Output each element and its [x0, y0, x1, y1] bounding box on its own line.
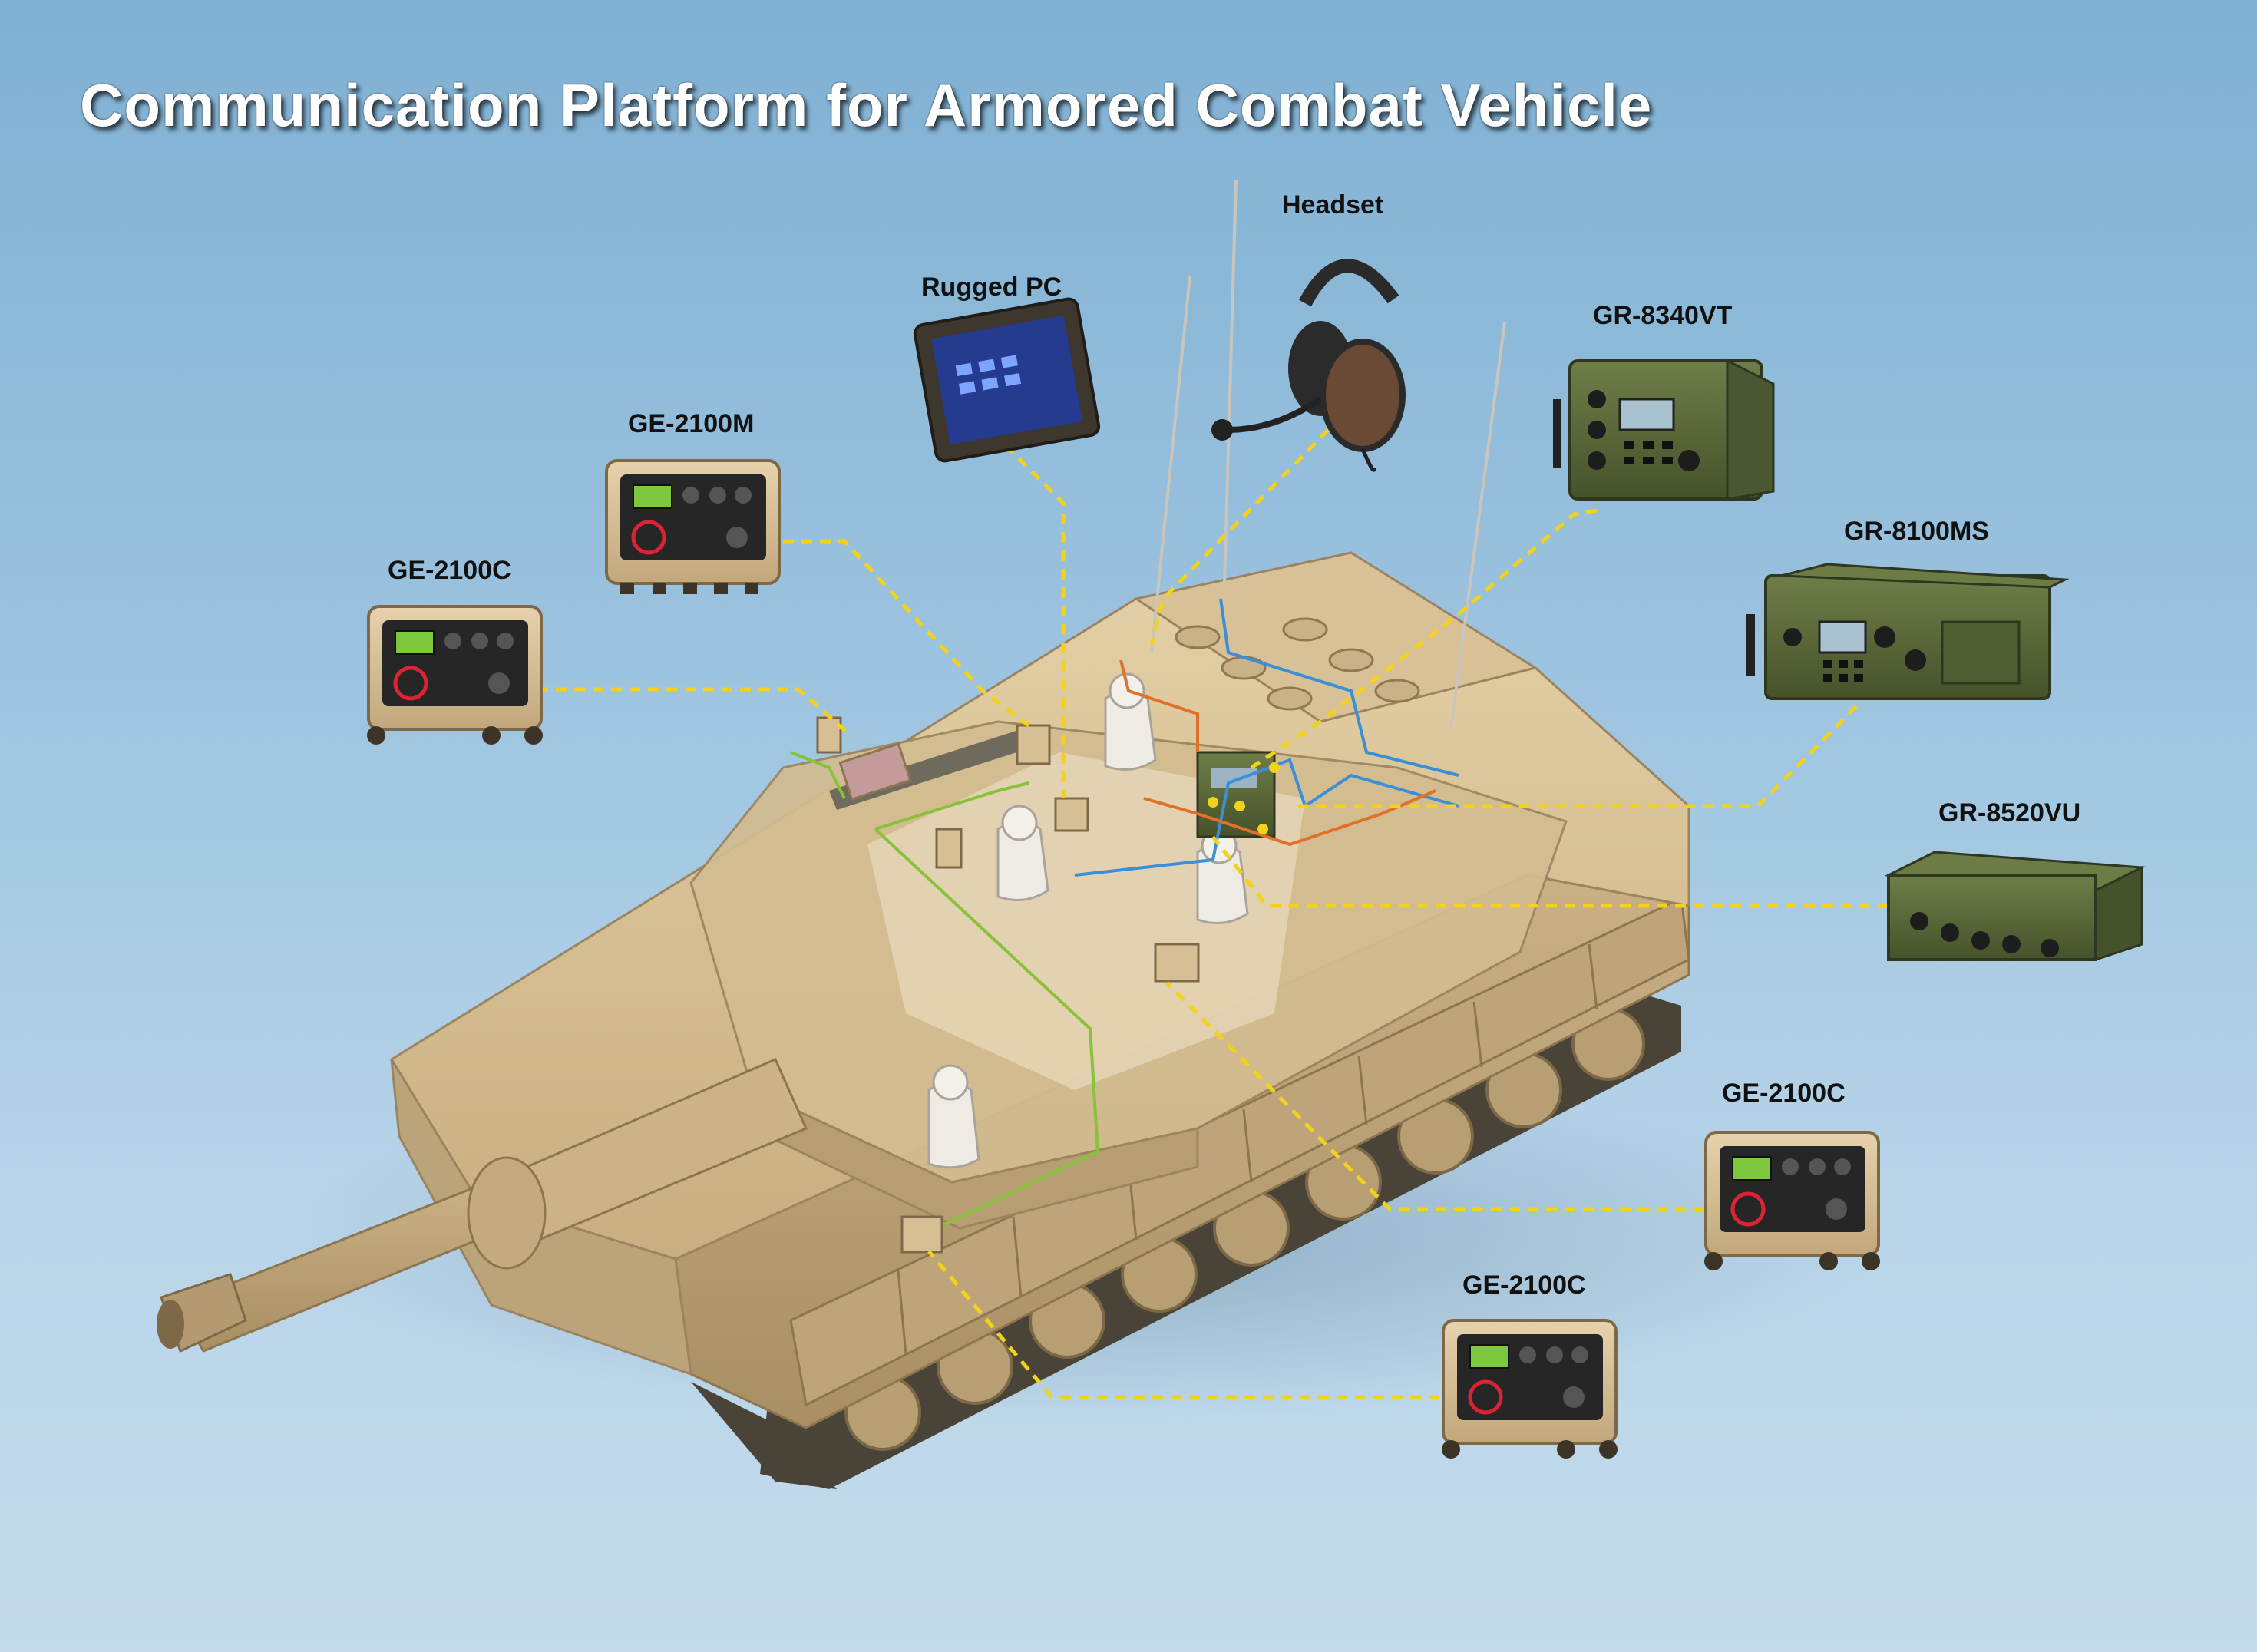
gr8520vu-device	[1884, 851, 2146, 962]
tank-illustration	[157, 180, 1690, 1489]
connector-lines	[537, 428, 1889, 1399]
connector-dots	[1208, 762, 1280, 834]
ge2100m-device	[605, 459, 781, 594]
label-ge2100c-right: GE-2100C	[1722, 1079, 1846, 1108]
label-headset: Headset	[1282, 190, 1384, 220]
label-ge2100m: GE-2100M	[628, 409, 755, 438]
gr8340vt-device	[1553, 358, 1775, 501]
label-gr8520vu: GR-8520VU	[1938, 798, 2081, 828]
label-ge2100c-bottom: GE-2100C	[1462, 1270, 1586, 1300]
rugged-pc-device	[913, 297, 1101, 463]
ge2100c-right-device	[1704, 1131, 1880, 1270]
label-rugged-pc: Rugged PC	[921, 273, 1062, 302]
label-gr8340vt: GR-8340VT	[1593, 301, 1733, 330]
gr8100ms-device	[1746, 563, 2070, 700]
ge2100c-bottom-device	[1442, 1319, 1618, 1459]
label-ge2100c-left: GE-2100C	[388, 556, 511, 585]
ge2100c-left-device	[367, 605, 543, 745]
headset-device	[1211, 259, 1406, 472]
label-gr8100ms: GR-8100MS	[1844, 517, 1989, 546]
page-title: Communication Platform for Armored Comba…	[80, 71, 1653, 139]
